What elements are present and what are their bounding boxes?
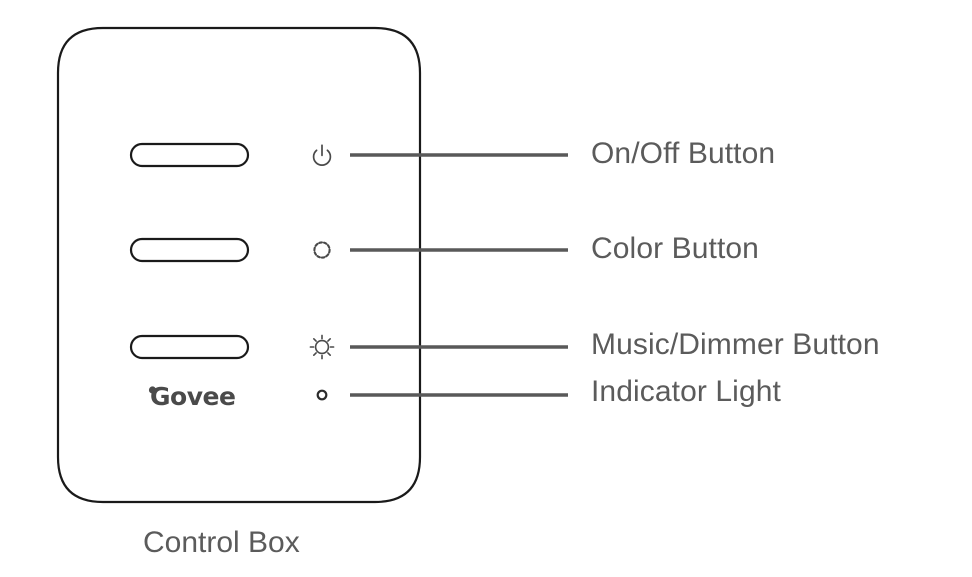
color-circle-icon [313, 241, 331, 259]
callout-label-indicator: Indicator Light [591, 375, 781, 408]
middle-rocker-button[interactable] [129, 237, 250, 263]
callout-label-color: Color Button [591, 232, 759, 265]
small-dot-icon [316, 389, 328, 401]
power-icon [312, 144, 332, 166]
control-box-body [56, 26, 422, 504]
diagram-caption: Control Box [143, 526, 300, 559]
govee-wordmark: Govee [150, 382, 235, 411]
bottom-rocker-button[interactable] [129, 334, 250, 360]
brightness-sun-icon [309, 334, 335, 360]
callout-label-music: Music/Dimmer Button [591, 328, 880, 361]
top-rocker-button[interactable] [129, 142, 250, 168]
govee-logo: Govee [148, 382, 236, 411]
govee-logo-dot [148, 386, 157, 394]
callout-label-onoff: On/Off Button [591, 137, 776, 170]
